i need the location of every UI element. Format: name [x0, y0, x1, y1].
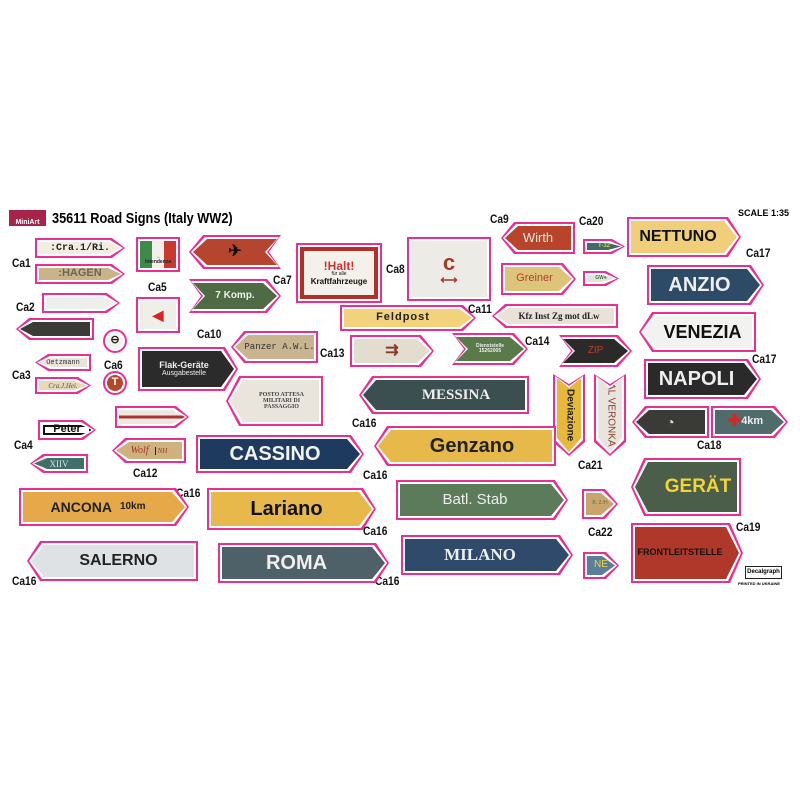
sign-circle-t: T	[103, 371, 127, 395]
sign-dark-clock: ◔	[632, 406, 709, 438]
label-ca17: Ca17	[746, 246, 771, 260]
miniart-logo: MiniArt	[9, 210, 46, 226]
label-ca6: Ca6	[104, 358, 123, 372]
sign-nettuno: NETTUNO	[627, 217, 741, 257]
sign-ne: NE	[583, 552, 619, 579]
sign-red-symbol	[115, 406, 189, 428]
sign-cra1: :Cra.1/Ri.	[35, 238, 125, 258]
sign-oetzmann: Oetzmann	[35, 354, 91, 371]
sign-kfz: Kfz Inst Zg mot dLw	[492, 304, 618, 328]
sign-xiiv: XIIV	[30, 454, 88, 473]
label-ca8: Ca8	[386, 262, 405, 276]
sign-cassino: CASSINO	[196, 435, 364, 473]
label-ca16: Ca16	[176, 486, 201, 500]
sign-lariano: Lariano	[207, 488, 376, 530]
label-ca22: Ca22	[588, 525, 613, 539]
sign-greiner: Greiner	[501, 263, 576, 295]
label-ca2: Ca2	[16, 300, 35, 314]
sign-feldpost: Feldpost	[340, 305, 476, 331]
sign-frontleitstelle: FRONTLEITSTELLE	[631, 523, 743, 583]
label-ca20: Ca20	[579, 214, 604, 228]
sign-red-triangle: ◀	[136, 297, 180, 333]
sign-italian-flag: →Intendenza	[136, 237, 180, 272]
sign-dark-arrow	[16, 318, 94, 340]
sign-venezia: VENEZIA	[639, 312, 756, 352]
sign-al-veronka: AL VERONKA	[594, 374, 626, 456]
printed-in-ukraine: PRINTED IN UKRAINE	[738, 581, 781, 586]
sign-wirth: Wirth	[501, 222, 575, 254]
sign-panzer: Panzer A.W.L.	[231, 331, 318, 363]
label-ca14: Ca14	[525, 334, 550, 348]
scale-label: SCALE 1:35	[738, 208, 790, 218]
sheet-title: 35611 Road Signs (Italy WW2)	[52, 210, 233, 227]
label-ca13: Ca13	[320, 346, 345, 360]
sign-napoli: NAPOLI	[644, 359, 761, 399]
label-ca16: Ca16	[352, 416, 377, 430]
sign-milano: MILANO	[401, 535, 573, 575]
label-ca4: Ca4	[14, 438, 33, 452]
sign-t32: T-32	[583, 239, 625, 254]
label-ca17: Ca17	[752, 352, 777, 366]
label-ca5: Ca5	[148, 280, 167, 294]
sign-z-arrow: ⇉	[350, 335, 434, 367]
sign-hagen: :HAGEN	[35, 264, 125, 284]
sign-b2h: B. 2./H	[582, 489, 618, 519]
label-ca12: Ca12	[133, 466, 158, 480]
label-ca19: Ca19	[736, 520, 761, 534]
sign-gw4: GW4	[583, 271, 619, 286]
sign-roma: ROMA	[218, 543, 389, 583]
sign-genzano: Genzano	[374, 426, 556, 466]
sign-gerat: GERÄT	[631, 458, 741, 516]
label-ca9: Ca9	[490, 212, 509, 226]
sign-deviazione: Deviazione	[553, 374, 585, 456]
sign-white-arrow	[42, 293, 120, 313]
sign-zip: ZIP	[559, 335, 632, 367]
sign-peter: Peter	[38, 420, 96, 440]
label-ca16: Ca16	[375, 574, 400, 588]
label-ca10: Ca10	[197, 327, 222, 341]
decalgraph-logo: Decalgraph	[745, 566, 782, 579]
sign-messina: MESSINA	[359, 376, 529, 414]
label-ca3: Ca3	[12, 368, 31, 382]
sign-c-arrow: c⟷	[407, 237, 491, 301]
sign-batl-stab: Batl. Stab	[396, 480, 568, 520]
label-ca7: Ca7	[273, 273, 292, 287]
sign-craj: Cra.J.Hei.	[35, 377, 91, 394]
sign-salerno: SALERNO	[27, 541, 198, 581]
label-ca11: Ca11	[468, 302, 492, 316]
sign-7-komp: 7 Komp.	[189, 279, 281, 313]
label-ca16: Ca16	[12, 574, 37, 588]
sign-anzio: ANZIO	[647, 265, 764, 305]
label-ca18: Ca18	[697, 438, 722, 452]
label-ca16: Ca16	[363, 524, 388, 538]
label-ca21: Ca21	[578, 458, 603, 472]
sign-red-chevron: ✈	[189, 235, 281, 269]
label-ca1: Ca1	[12, 256, 31, 270]
sign-circle-white: ⊖	[103, 329, 127, 353]
label-ca16: Ca16	[363, 468, 388, 482]
sign-4km: ✚4km	[711, 406, 788, 438]
